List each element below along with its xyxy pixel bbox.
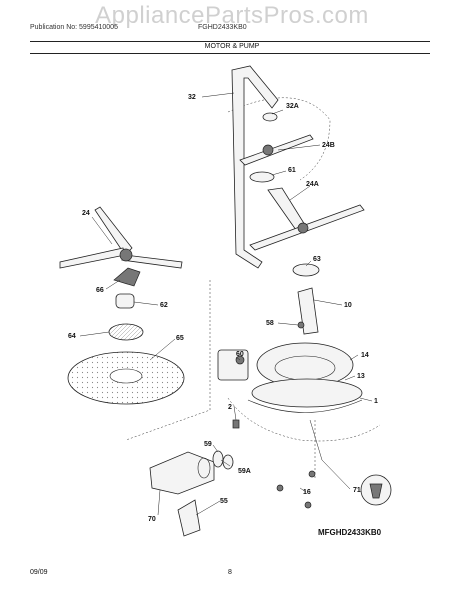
publication-number: Publication No: 5995410005 [30, 24, 118, 31]
callout-63: 63 [313, 256, 321, 263]
filter-screen [115, 293, 135, 309]
watermark: AppliancePartsPros.com [95, 2, 369, 29]
callout-10: 10 [344, 302, 352, 309]
tub-outline [227, 397, 381, 442]
model-number: FGHD2433KB0 [198, 24, 247, 31]
seal-ring [251, 378, 363, 408]
upper-arm-hub [262, 144, 274, 156]
impeller [108, 323, 144, 341]
lower-arm-blade-1 [94, 206, 133, 256]
footer-date: 09/09 [30, 569, 48, 576]
filter-plate-center [109, 368, 143, 384]
diverter-disc [292, 263, 320, 277]
callout-16: 16 [303, 489, 311, 496]
callout-1: 1 [374, 398, 378, 405]
callout-24: 24 [82, 210, 90, 217]
callout-55: 55 [220, 498, 228, 505]
header-rule-bottom [30, 53, 430, 54]
screw-16a [276, 484, 284, 492]
callout-32: 32 [188, 94, 196, 101]
supply-tube [231, 65, 279, 269]
callout-13: 13 [357, 373, 365, 380]
pump-outlet [197, 457, 211, 479]
upper-spray-arm [239, 134, 314, 166]
callout-71: 71 [353, 487, 361, 494]
o-ring-59 [212, 450, 224, 468]
middle-arm-feed [267, 187, 306, 231]
callout-24a: 24A [306, 181, 319, 188]
callout-60: 60 [236, 351, 244, 358]
callout-32a: 32A [286, 103, 299, 110]
callout-58: 58 [266, 320, 274, 327]
callout-70: 70 [148, 516, 156, 523]
callout-24b: 24B [322, 142, 335, 149]
bearing-ring [262, 112, 278, 122]
model-code: MFGHD2433KB0 [318, 528, 382, 537]
sump-base [247, 399, 363, 413]
screw-16b [308, 470, 316, 478]
mounting-bracket [177, 499, 201, 537]
callout-66: 66 [96, 287, 104, 294]
o-ring-59a [222, 454, 234, 470]
check-valve [369, 483, 383, 499]
callout-59a: 59A [238, 468, 251, 475]
callout-62: 62 [160, 302, 168, 309]
manifold-cap [249, 171, 275, 183]
callout-14: 14 [361, 352, 369, 359]
screw [297, 321, 305, 329]
section-title: MOTOR & PUMP [204, 43, 260, 50]
middle-arm-hub [297, 222, 309, 234]
callout-61: 61 [288, 167, 296, 174]
callout-59: 59 [204, 441, 212, 448]
footer-page-number: 8 [228, 569, 232, 576]
callout-65: 65 [176, 335, 184, 342]
lower-arm-hub [119, 248, 133, 262]
lower-arm-blade-2 [59, 247, 126, 269]
clamp-clip [232, 419, 240, 429]
callout-2: 2 [228, 404, 232, 411]
spray-arm-nut [113, 267, 141, 287]
assembly-guide-line [125, 280, 211, 441]
header-rule-top [30, 41, 430, 42]
callout-64: 64 [68, 333, 76, 340]
drain-pump-motor [149, 451, 215, 495]
leader-lines [79, 92, 373, 516]
screw-16c [304, 501, 312, 509]
